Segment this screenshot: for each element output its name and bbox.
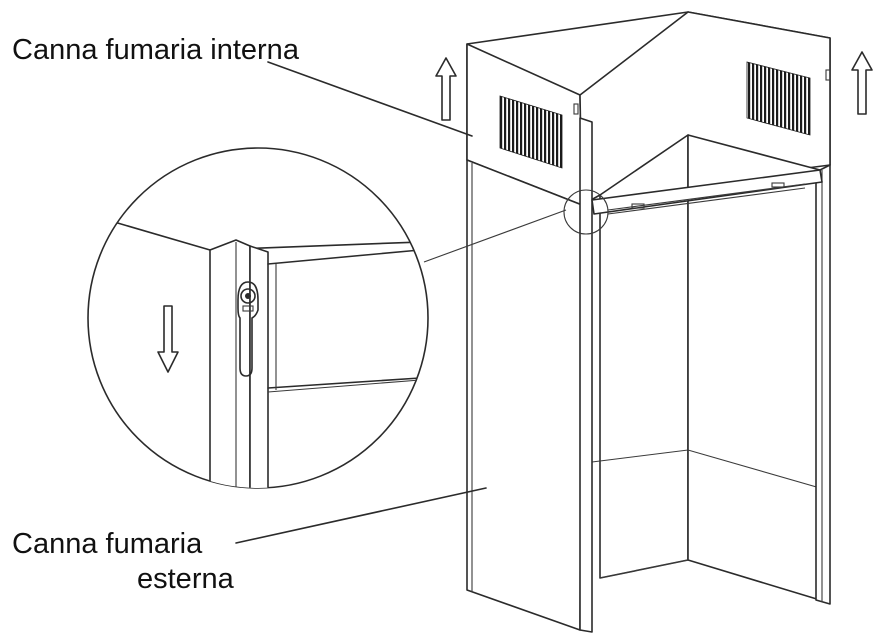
outer-flue bbox=[466, 117, 831, 633]
interior-floor-line bbox=[599, 559, 689, 579]
interior-seam-line bbox=[591, 449, 821, 489]
keyhole-slot bbox=[237, 281, 259, 377]
rail-clip-left bbox=[631, 203, 645, 209]
down-arrow-icon bbox=[157, 305, 179, 373]
detail-magnified-view bbox=[87, 147, 429, 489]
up-arrow-icon bbox=[435, 57, 457, 121]
vent-grille-left bbox=[499, 95, 563, 169]
outer-flue-front-edge-right bbox=[815, 164, 831, 605]
detail-connector-line bbox=[423, 209, 567, 263]
up-arrow-icon bbox=[851, 51, 873, 115]
leader-line-outer-flue bbox=[235, 487, 487, 544]
label-outer-flue-line2: esterna bbox=[137, 563, 234, 595]
inner-flue bbox=[466, 11, 831, 206]
detail-callout-circle bbox=[563, 189, 609, 235]
outer-flue-front-left-panel bbox=[466, 159, 583, 631]
rail-slot bbox=[607, 183, 806, 211]
slot-mark-left bbox=[573, 103, 579, 115]
label-inner-flue: Canna fumaria interna bbox=[12, 34, 299, 66]
outer-flue-front-edge-left bbox=[579, 117, 593, 633]
slot-mark-right bbox=[825, 69, 831, 81]
label-outer-flue-line1: Canna fumaria bbox=[12, 528, 203, 560]
outer-flue-right-back-wall bbox=[687, 134, 821, 601]
leader-line-inner-flue bbox=[267, 61, 473, 137]
rail-clip-right bbox=[771, 182, 785, 188]
top-rail-bar bbox=[591, 169, 823, 215]
vent-grille-right bbox=[746, 61, 811, 136]
rail-slot-lower bbox=[607, 187, 806, 215]
